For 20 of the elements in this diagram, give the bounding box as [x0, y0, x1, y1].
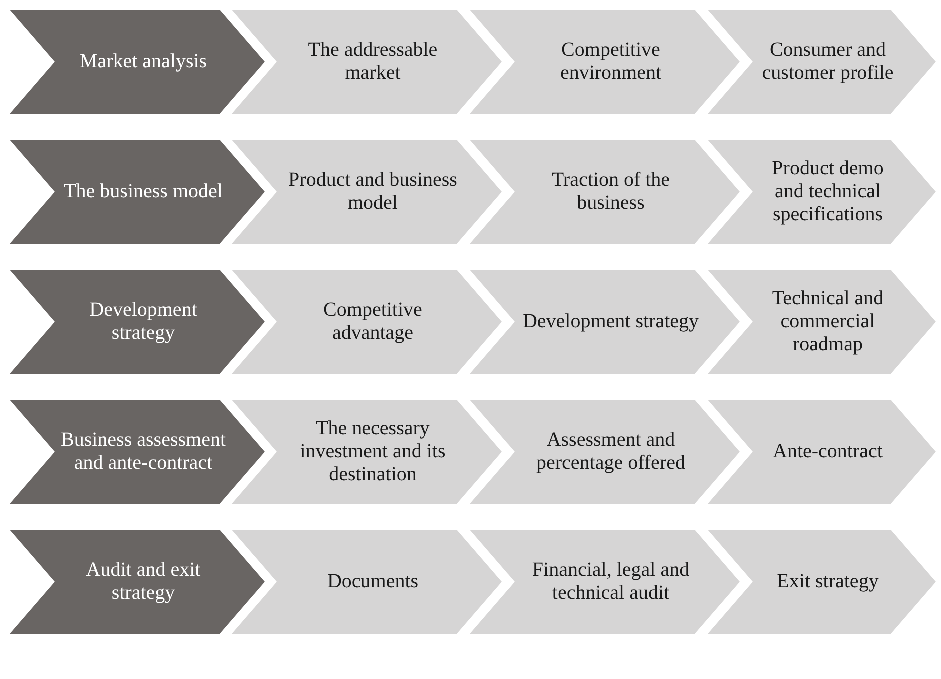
step-text: The necessary investment and its destination: [299, 418, 447, 486]
step-text: Competitive advantage: [322, 299, 424, 345]
step-text: Audit and exit strategy: [85, 559, 202, 605]
step-text: Traction of the business: [550, 169, 672, 215]
step-text: Development strategy: [88, 299, 198, 345]
step-text: Product demo and technical specifications: [771, 158, 885, 226]
step-text: Consumer and customer profile: [761, 39, 895, 85]
step-text: Ante-contract: [772, 440, 884, 464]
step-text: Business assessment and ante-contract: [60, 429, 227, 475]
step-text: Documents: [326, 570, 420, 594]
step-text: The addressable market: [307, 39, 439, 85]
step-text: Development strategy: [522, 310, 700, 334]
step-text: Market analysis: [78, 50, 208, 74]
step-text: The business model: [63, 180, 224, 204]
step-text: Financial, legal and technical audit: [531, 559, 691, 605]
step-text: Product and business model: [288, 169, 458, 215]
step-text: Assessment and percentage offered: [536, 429, 686, 475]
step-text: Technical and commercial roadmap: [771, 288, 885, 356]
step-text: Competitive environment: [559, 39, 663, 85]
step-text: Exit strategy: [776, 570, 880, 594]
